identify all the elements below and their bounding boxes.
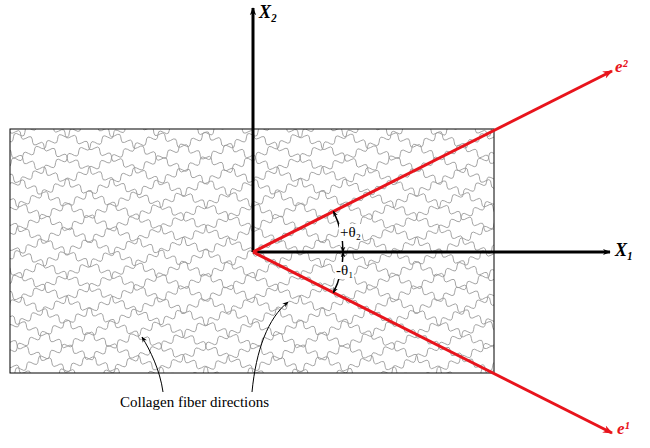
fiber-line: [10, 129, 494, 373]
fiber-line: [10, 129, 494, 309]
e1-vector: [253, 252, 612, 433]
collagen-fibers: [10, 129, 494, 373]
fiber-line: [10, 129, 494, 373]
e2-vector: [253, 71, 612, 252]
angle-label: -θ₁: [335, 262, 354, 279]
fiber-line: [10, 129, 494, 373]
fiber-line: [10, 129, 494, 373]
vector-label: e²: [615, 58, 628, 77]
fiber-line: [10, 129, 494, 373]
x2-axis: [252, 8, 255, 252]
fiber-caption: Collagen fiber directions: [118, 394, 271, 411]
fiber-line: [10, 129, 494, 306]
fiber-line: [10, 129, 494, 373]
fiber-line: [10, 233, 494, 373]
fiber-line: [10, 129, 494, 290]
fiber-line: [10, 129, 494, 373]
fiber-line: [10, 235, 494, 373]
x1-axis: [253, 251, 610, 254]
fiber-line: [10, 129, 494, 373]
leader-line: [252, 302, 288, 392]
fiber-line: [10, 129, 494, 373]
fiber-line: [10, 129, 494, 373]
fiber-line: [10, 129, 494, 346]
axis-label: X₁: [615, 241, 633, 261]
axis-label: X₂: [259, 3, 277, 23]
fiber-line: [10, 129, 494, 373]
fiber-line: [10, 129, 494, 373]
fiber-line: [10, 129, 494, 271]
fiber-line: [10, 129, 494, 373]
angle-label: +θ₂: [339, 224, 362, 241]
leader-line: [142, 337, 163, 392]
fiber-line: [10, 129, 494, 373]
fiber-line: [10, 129, 494, 327]
fiber-line: [10, 129, 494, 325]
fiber-line: [10, 129, 494, 373]
vector-label: e¹: [617, 420, 630, 439]
